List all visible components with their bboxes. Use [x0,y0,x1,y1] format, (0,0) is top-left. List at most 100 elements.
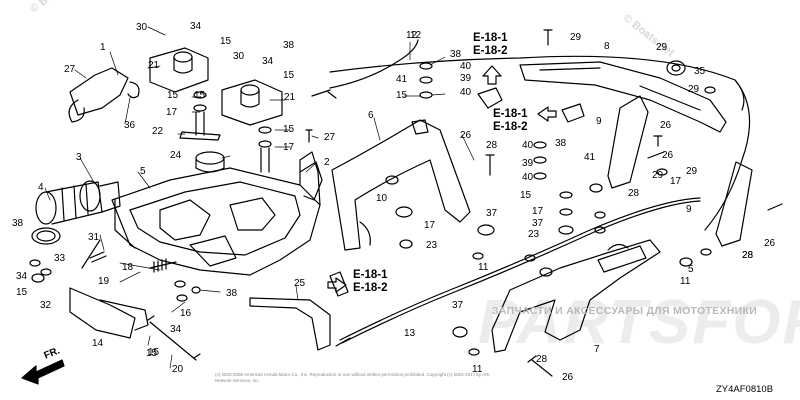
callout-number: 3 [76,152,82,163]
cap-part [195,151,225,173]
link-arm-upper [607,95,649,189]
callout-number: 13 [404,328,416,339]
small-fasteners [385,62,716,356]
loop-cable [329,55,751,231]
callout-number: 37 [486,208,498,219]
callout-number: 28 [628,188,640,199]
pivot-stack-left [179,91,221,141]
callout-number: 12 [406,30,418,41]
hinge-part [299,161,323,201]
reference-arrow-up-icon [482,65,502,85]
callout-number: 31 [88,232,100,243]
callout-number: 7 [594,344,600,355]
callout-number: 17 [424,220,436,231]
long-bolt-part [147,315,201,361]
callout-number: 26 [460,130,472,141]
callout-number: 15 [194,90,206,101]
callout-number: 34 [16,271,28,282]
callout-number: 26 [562,372,574,383]
callout-number: 20 [172,364,184,375]
callout-number: 34 [170,324,182,335]
callout-number: 15 [16,287,28,298]
callout-number: 11 [472,364,483,375]
callout-number: 40 [522,172,534,183]
clamp-part [31,227,61,245]
stay-bracket-part [68,67,140,123]
callout-number: 8 [604,41,610,52]
callout-number: 23 [426,240,438,251]
callout-number: 26 [764,238,776,249]
callout-number: 9 [686,204,692,215]
callout-number: 37 [532,218,544,229]
callout-number: 22 [152,126,164,137]
callout-number: 38 [450,49,462,60]
copyright-text: (c) 2003-2008 American Honda Motor Co., … [215,372,490,383]
callout-number: 29 [688,84,700,95]
reference-e18-top: E-18-1 E-18-2 [473,32,508,57]
reference-arrow-right-icon [327,277,347,293]
callout-number: 28 [742,250,754,261]
callout-number: 6 [368,110,374,121]
band-part [249,297,331,351]
cable-upper [311,39,419,99]
callout-number: 24 [170,150,182,161]
callout-number: 25 [294,278,306,289]
callout-number: 21 [148,60,160,71]
callout-number: 17 [283,142,295,153]
callout-number: 14 [92,338,104,349]
watermark-subtitle: ЗАПЧАСТИ И АКСЕССУАРЫ ДЛЯ МОТОТЕХНИКИ [492,305,758,317]
link-arm-lower [715,161,753,247]
callout-number: 39 [460,73,472,84]
callout-number: 30 [233,51,245,62]
callout-number: 10 [376,193,388,204]
callout-number: 33 [54,253,66,264]
callout-number: 9 [596,116,602,127]
callout-number: 17 [532,206,544,217]
leader-lines [44,26,491,369]
callout-number: 40 [460,87,472,98]
callout-number: 41 [584,152,596,163]
diagram-code: ZY4AF0810B [716,384,774,395]
callout-number: 34 [262,56,274,67]
callout-number: 15 [220,36,232,47]
watermark-site: PARTSFOR.RU [478,288,800,357]
callout-number: 38 [283,40,295,51]
callout-number: 29 [686,166,698,177]
callout-number: 28 [742,250,754,261]
callout-number: 26 [660,120,672,131]
callout-number: 39 [522,158,534,169]
callout-number: 29 [570,32,582,43]
callout-number: 34 [190,21,202,32]
callout-number: 27 [64,64,76,75]
throttle-arm-part [331,119,471,251]
callout-number: 15 [396,90,408,101]
callout-number: 15 [283,70,295,81]
callout-number: 17 [166,107,178,118]
grommet-part [666,60,686,76]
bottom-bracket-part [491,239,661,353]
callout-number: 15 [283,124,295,135]
bolt-left-column [29,239,107,283]
callout-number: 21 [284,92,296,103]
callout-number: 11 [680,276,691,287]
callout-number: 4 [38,182,44,193]
callout-number: 2 [324,157,330,168]
reference-e18-bottom: E-18-1 E-18-2 [353,269,388,294]
callout-number: 5 [688,264,694,275]
callout-number: 29 [652,170,664,181]
callout-number: 36 [124,120,136,131]
reference-arrow-left-icon [537,106,557,122]
callout-number: 38 [555,138,567,149]
callout-number: 32 [40,300,52,311]
cable-lower [335,197,701,347]
callout-number: 27 [324,132,336,143]
callout-number: 28 [486,140,498,151]
callout-number: 19 [98,276,110,287]
mount-bracket-right [221,79,283,126]
callout-number: 40 [522,140,534,151]
callout-number: 15 [520,190,532,201]
callout-number: 37 [452,300,464,311]
reference-e18-middle: E-18-1 E-18-2 [493,108,528,133]
